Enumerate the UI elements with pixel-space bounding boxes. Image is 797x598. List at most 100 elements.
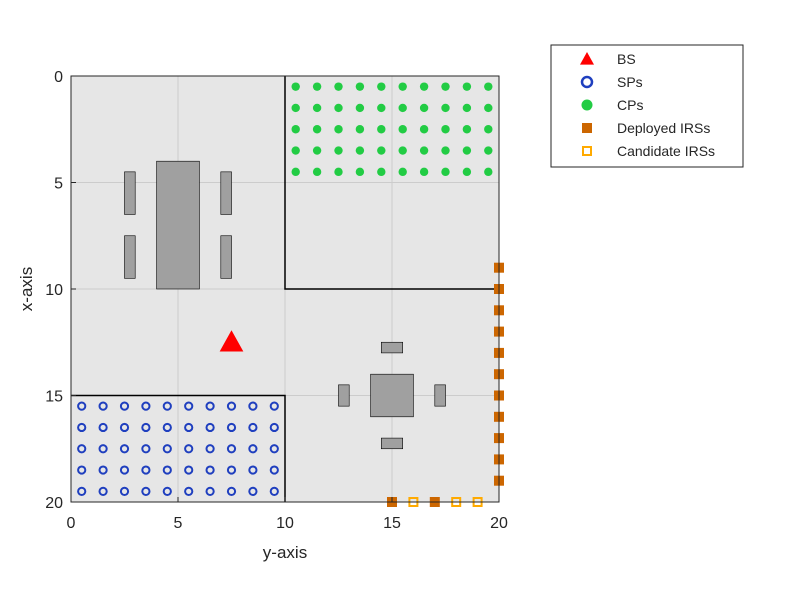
sps-marker xyxy=(184,486,194,496)
cps-marker xyxy=(441,167,450,177)
sps-marker xyxy=(248,444,258,454)
cps-marker xyxy=(484,125,493,134)
sps-marker xyxy=(98,422,108,433)
legend-cps-marker xyxy=(581,99,593,111)
x-tick-label: 0 xyxy=(67,515,76,532)
cps-marker xyxy=(398,146,407,155)
sps-marker xyxy=(98,444,108,454)
sps-marker xyxy=(119,401,130,411)
sps-marker xyxy=(119,486,130,496)
sps-marker xyxy=(205,401,215,411)
legend-label: Deployed IRSs xyxy=(617,120,710,136)
x-tick-label: 5 xyxy=(174,515,183,532)
y-tick-label: 10 xyxy=(45,282,63,299)
legend-label: Candidate IRSs xyxy=(617,143,715,159)
cps-marker xyxy=(419,103,429,113)
cps-marker xyxy=(355,125,365,134)
sps-marker xyxy=(269,444,279,454)
sps-marker xyxy=(269,422,279,433)
sps-marker xyxy=(141,486,151,496)
sps-marker xyxy=(269,486,279,496)
cps-marker xyxy=(312,146,322,155)
legend-bs-marker xyxy=(580,52,594,65)
sps-marker xyxy=(98,465,108,475)
sps-marker xyxy=(226,465,237,475)
y-tick-label: 5 xyxy=(54,176,63,193)
cps-marker xyxy=(398,125,407,134)
sps-marker xyxy=(162,486,172,496)
obstacle xyxy=(434,384,446,407)
cps-marker xyxy=(334,146,343,155)
sps-marker xyxy=(162,401,172,411)
sps-marker xyxy=(226,401,237,411)
cps-marker xyxy=(484,82,493,91)
sps-marker xyxy=(205,486,215,496)
cps-marker xyxy=(419,125,429,134)
sps-marker xyxy=(98,401,108,411)
legend-candidate-irss-marker xyxy=(582,146,592,156)
sps-marker xyxy=(205,422,215,433)
obstacle xyxy=(124,171,136,215)
cps-marker xyxy=(462,146,472,155)
sps-marker xyxy=(226,444,237,454)
y-tick-label: 0 xyxy=(54,69,63,86)
cps-marker xyxy=(462,167,472,177)
sps-marker xyxy=(77,465,87,475)
sps-marker xyxy=(162,422,172,433)
cps-marker xyxy=(377,103,386,113)
obstacle xyxy=(370,373,414,418)
cps-marker xyxy=(441,103,450,113)
sps-marker xyxy=(205,444,215,454)
sps-marker xyxy=(184,444,194,454)
cps-marker xyxy=(462,125,472,134)
obstacle xyxy=(338,384,350,407)
sps-marker xyxy=(77,444,87,454)
sps-marker xyxy=(226,486,237,496)
cps-marker xyxy=(419,167,429,177)
cps-marker xyxy=(441,146,450,155)
cps-marker xyxy=(355,146,365,155)
sps-marker xyxy=(77,401,87,411)
cps-marker xyxy=(398,82,407,91)
cps-marker xyxy=(334,125,343,134)
cps-marker xyxy=(441,82,450,91)
cps-marker xyxy=(377,146,386,155)
obstacle xyxy=(220,171,232,215)
sps-marker xyxy=(141,444,151,454)
sps-marker xyxy=(162,444,172,454)
cps-marker xyxy=(484,167,493,177)
sps-marker xyxy=(162,465,172,475)
cps-marker xyxy=(398,167,407,177)
sps-marker xyxy=(98,486,108,496)
sps-marker xyxy=(119,465,130,475)
sps-marker xyxy=(248,465,258,475)
region-boundary xyxy=(284,76,499,290)
obstacle xyxy=(220,235,232,279)
cps-marker xyxy=(484,146,493,155)
sps-marker xyxy=(119,444,130,454)
sps-marker xyxy=(226,422,237,433)
bs-marker xyxy=(219,330,244,352)
cps-marker xyxy=(355,82,365,91)
sps-marker xyxy=(269,465,279,475)
sps-marker xyxy=(77,422,87,433)
cps-marker xyxy=(484,103,493,113)
cps-marker xyxy=(312,167,322,177)
sps-marker xyxy=(248,422,258,433)
sps-marker xyxy=(184,422,194,433)
cps-marker xyxy=(291,125,300,134)
legend-label: CPs xyxy=(617,97,643,113)
cps-marker xyxy=(291,82,300,91)
sps-marker xyxy=(205,465,215,475)
cps-marker xyxy=(355,103,365,113)
sps-marker xyxy=(77,486,87,496)
sps-marker xyxy=(184,465,194,475)
legend-label: BS xyxy=(617,51,636,67)
legend-label: SPs xyxy=(617,74,643,90)
sps-marker xyxy=(248,486,258,496)
x-tick-label: 10 xyxy=(276,515,294,532)
legend-deployed-irss-marker xyxy=(582,123,592,133)
sps-marker xyxy=(269,401,279,411)
